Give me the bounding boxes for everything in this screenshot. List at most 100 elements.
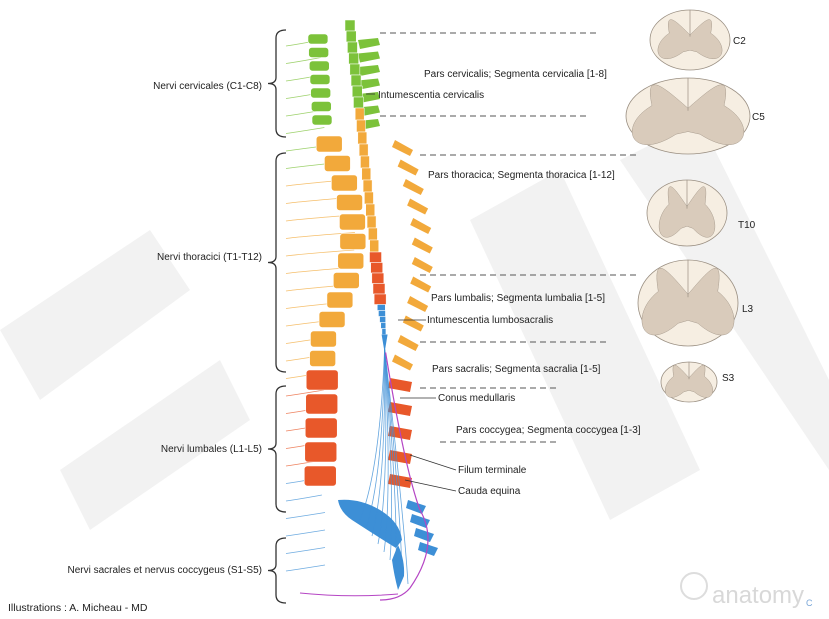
cord-segment bbox=[372, 273, 384, 284]
label-pars-coccygea: Pars coccygea; Segmenta coccygea [1-3] bbox=[456, 425, 641, 436]
vertebral-body bbox=[339, 214, 365, 230]
vertebral-body bbox=[305, 442, 337, 462]
vertebral-body bbox=[312, 115, 332, 125]
cross-section-c2 bbox=[650, 10, 730, 70]
cord-segment bbox=[345, 20, 355, 31]
spinal-nerve bbox=[286, 548, 325, 554]
cord-segment bbox=[382, 329, 386, 335]
label-nervi-cervicales: Nervi cervicales (C1-C8) bbox=[153, 81, 262, 92]
cord-segment bbox=[364, 192, 373, 204]
vertebral-body bbox=[319, 312, 345, 328]
vertebral-body bbox=[333, 273, 359, 289]
cross-section-s3 bbox=[661, 362, 717, 402]
vertebral-body bbox=[331, 175, 357, 191]
vertebral-body bbox=[311, 88, 331, 98]
vertebral-body bbox=[310, 331, 336, 347]
spinous-process bbox=[410, 218, 431, 234]
cord-segment bbox=[370, 240, 379, 252]
spinous-process bbox=[410, 277, 431, 293]
cord-segment bbox=[374, 294, 386, 305]
label-conus-medullaris: Conus medullaris bbox=[438, 393, 515, 404]
label-xs-t10: T10 bbox=[738, 220, 756, 231]
spinal-nerve bbox=[286, 128, 324, 134]
spinous-process bbox=[406, 500, 426, 514]
label-pars-cervicalis: Pars cervicalis; Segmenta cervicalia [1-… bbox=[424, 69, 607, 80]
spinous-process bbox=[358, 65, 380, 76]
cord-segment bbox=[366, 204, 375, 216]
vertebral-body bbox=[324, 156, 350, 172]
logo-mark-icon: C bbox=[806, 598, 813, 608]
coccygeal-nerve bbox=[300, 593, 398, 596]
cord-segment bbox=[377, 305, 385, 311]
spinous-process bbox=[392, 140, 413, 156]
vertebral-body bbox=[337, 195, 363, 211]
spinous-process bbox=[358, 38, 380, 49]
vertebral-body bbox=[327, 292, 353, 308]
anatomy-logo: anatomy C bbox=[681, 573, 813, 609]
vertebral-body bbox=[308, 34, 328, 44]
spinous-process bbox=[407, 296, 428, 312]
vertebral-body bbox=[309, 61, 329, 71]
spinous-process bbox=[398, 160, 419, 176]
cross-section-c5 bbox=[626, 78, 750, 154]
spinal-nerve bbox=[286, 565, 325, 571]
cord-segment bbox=[380, 317, 386, 323]
vertebral-body bbox=[311, 102, 331, 112]
label-nervi-sacrales: Nervi sacrales et nervus coccygeus (S1-S… bbox=[67, 565, 262, 576]
label-intumescentia-cervicalis: Intumescentia cervicalis bbox=[378, 90, 484, 101]
cord-segment bbox=[355, 108, 364, 120]
vertebral-body bbox=[316, 136, 342, 152]
nerve-group-brackets bbox=[268, 30, 286, 603]
spinal-nerve bbox=[286, 530, 325, 536]
cord-segment bbox=[349, 53, 359, 64]
illustration-credit: Illustrations : A. Micheau - MD bbox=[8, 602, 148, 614]
spinous-process bbox=[403, 316, 424, 332]
cord-segment bbox=[368, 228, 377, 240]
label-pars-sacralis: Pars sacralis; Segmenta sacralia [1-5] bbox=[432, 364, 601, 375]
vertebral-bodies bbox=[304, 34, 404, 590]
label-xs-s3: S3 bbox=[722, 373, 735, 384]
cord-segment bbox=[347, 42, 357, 53]
label-pars-thoracica: Pars thoracica; Segmenta thoracica [1-12… bbox=[428, 170, 615, 181]
coccyx bbox=[392, 545, 404, 590]
spinous-process bbox=[358, 52, 380, 63]
vertebral-body bbox=[338, 253, 364, 269]
cord-segment bbox=[381, 323, 386, 329]
label-filum-terminale: Filum terminale bbox=[458, 465, 527, 476]
label-intumescentia-lumbosacralis: Intumescentia lumbosacralis bbox=[427, 315, 553, 326]
leader-line bbox=[410, 455, 456, 470]
sacrum bbox=[338, 500, 402, 548]
cord-segment bbox=[352, 86, 362, 97]
cord-segment bbox=[351, 75, 361, 86]
spinous-process bbox=[414, 528, 434, 542]
anatomy-logo-text: anatomy bbox=[712, 582, 804, 609]
vertebral-body bbox=[310, 75, 330, 85]
cord-segment bbox=[362, 168, 371, 180]
spinous-process bbox=[412, 238, 433, 254]
cord-segment bbox=[370, 252, 382, 263]
cross-section-t10 bbox=[647, 180, 727, 246]
label-nervi-thoracici: Nervi thoracici (T1-T12) bbox=[157, 252, 262, 263]
spinal-nerve bbox=[286, 513, 325, 519]
cord-segment bbox=[363, 180, 372, 192]
cord-segment bbox=[373, 284, 385, 295]
cord-segment bbox=[367, 216, 376, 228]
vertebral-body bbox=[310, 351, 336, 367]
spinous-process bbox=[412, 257, 433, 273]
cord-segment bbox=[357, 120, 366, 132]
cord-segment bbox=[378, 311, 385, 317]
cord-segment bbox=[358, 132, 367, 144]
vertebral-body bbox=[305, 418, 337, 438]
cord-segment bbox=[353, 97, 363, 108]
vertebral-body bbox=[309, 48, 329, 58]
label-xs-c2: C2 bbox=[733, 36, 746, 47]
label-xs-c5: C5 bbox=[752, 112, 765, 123]
nerve-group-bracket bbox=[268, 153, 286, 372]
cord-segment bbox=[346, 31, 356, 42]
spinous-process bbox=[398, 335, 419, 351]
spinous-process bbox=[388, 450, 412, 464]
vertebral-body bbox=[306, 394, 338, 414]
label-xs-l3: L3 bbox=[742, 304, 754, 315]
spinal-nerve bbox=[286, 495, 322, 501]
